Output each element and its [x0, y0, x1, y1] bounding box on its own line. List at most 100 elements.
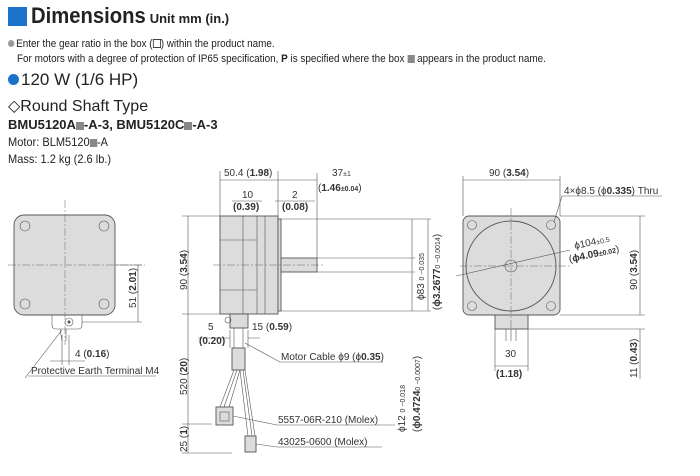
model-c-suffix: -A-3: [192, 117, 218, 132]
drawing-line: [19, 298, 31, 310]
dimension-text: ±1: [343, 171, 351, 178]
dimension-text: 3.54: [506, 168, 526, 179]
dimension-text: ±0.04: [341, 186, 359, 193]
dimension-text: (: [432, 306, 443, 310]
dimension-text: ): [526, 168, 529, 179]
dimension-text: 4×ϕ8.5 (ϕ: [564, 186, 607, 197]
bullet-icon: [8, 74, 19, 85]
dimension-text: 50.4 (: [224, 168, 250, 179]
dim-15: 15 (0.59): [252, 322, 292, 333]
dimension-text: 2.01: [128, 271, 139, 291]
dimension-text: 1: [179, 429, 190, 435]
dimension-text: ϕ104: [573, 236, 598, 251]
model-a: BMU5120A: [8, 117, 76, 132]
dim-pilot: ϕ83 0 −0.035: [416, 253, 427, 300]
model-c: BMU5120C: [116, 117, 185, 132]
dim-51: 51 (2.01): [128, 268, 139, 308]
dim-shaft-length-in: (1.46±0.04): [318, 183, 362, 194]
model-names: BMU5120A -A-3, BMU5120C -A-3: [8, 117, 218, 132]
drawing-line: [24, 329, 156, 379]
dimension-text: 0.20: [202, 336, 222, 347]
dim-10-in: (0.39): [233, 202, 259, 213]
drawing-line: [233, 328, 244, 348]
side-view: 50.4 (1.98) 37±1 (1.46±0.04) 10 (0.39) 2…: [179, 168, 443, 454]
dim-pilot-in: (ϕ3.26770 −0.0014): [432, 234, 443, 310]
drawing-line: [553, 195, 662, 223]
dimension-text: (: [199, 336, 203, 347]
dimension-text: 0.08: [285, 202, 305, 213]
drawing-line: [82, 264, 142, 323]
drawing-line: [19, 220, 31, 232]
section-marker-icon: [8, 7, 27, 26]
dimension-text: ): [289, 322, 292, 333]
dim-shaft-length: 37±1: [332, 168, 351, 179]
dimension-text: 0.335: [607, 186, 632, 197]
dimension-text: ): [179, 358, 190, 361]
note-text: For motors with a degree of protection o…: [17, 53, 282, 65]
dimension-text: 11 (: [629, 361, 640, 378]
dim-pcd: ϕ104±0.5 (ϕ4.09±0.02): [568, 236, 621, 266]
dimension-text: ): [269, 168, 272, 179]
drawing-line: [229, 313, 249, 329]
drawing-line: [59, 328, 67, 342]
dimension-text: (: [568, 254, 574, 266]
dimension-text: ): [412, 356, 423, 359]
dimension-text: (: [412, 428, 423, 432]
bullet-icon: [8, 40, 15, 47]
drawing-line: [494, 314, 529, 330]
dimension-text: (: [233, 202, 237, 213]
holes-label: 4×ϕ8.5 (ϕ0.335) Thru: [564, 186, 658, 197]
dimension-text: 1.18: [499, 369, 519, 380]
dimension-text: ): [432, 234, 443, 237]
shaft-type: ◇Round Shaft Type: [8, 98, 149, 115]
note-text: appears in the product name.: [414, 53, 546, 65]
dimension-text: 90 (: [629, 272, 640, 290]
dim-length-total: 50.4 (1.98): [224, 168, 272, 179]
gray-box-icon: [407, 55, 415, 63]
drawing-line: [219, 411, 230, 422]
drawing-line: [462, 176, 561, 216]
drawing-line: [467, 301, 477, 311]
note-ip65: For motors with a degree of protection o…: [17, 53, 546, 65]
drawing-line: [546, 220, 556, 230]
drawing-line: [98, 298, 110, 310]
dimension-text: 1.98: [250, 168, 270, 179]
dimension-text: 0.43: [629, 342, 640, 362]
note-text: ) within the product name.: [160, 38, 275, 50]
dimension-text: 20: [179, 361, 190, 373]
power-rating: 120 W (1/6 HP): [8, 70, 138, 90]
dimension-text: ): [106, 349, 109, 360]
drawing-line: [219, 369, 256, 437]
drawing-line: [281, 218, 431, 312]
dimension-text: (: [496, 369, 500, 380]
dimension-text: ): [358, 183, 361, 194]
dimension-text: 0.16: [87, 349, 107, 360]
dimension-text: ): [179, 426, 190, 429]
drawing-line: [182, 215, 232, 454]
dimension-text: 15 (: [252, 322, 270, 333]
dim-2-in: (0.08): [282, 202, 308, 213]
dim-5-in: (0.20): [199, 336, 225, 347]
dim-width: 90 (3.54): [489, 168, 529, 179]
model-a-suffix: -A-3,: [83, 117, 117, 132]
dimension-text: ): [305, 202, 308, 213]
dimension-text: 1.46: [321, 183, 341, 194]
note-gear-ratio: Enter the gear ratio in the box () withi…: [8, 38, 275, 50]
dimension-text: ): [615, 244, 621, 255]
dimension-text: 4 (: [75, 349, 87, 360]
dimension-text: ): [629, 339, 640, 342]
dimension-text: 0.35: [361, 352, 381, 363]
drawing-line: [67, 320, 71, 324]
dim-connector-length: 25 (1): [179, 426, 190, 452]
dimension-text: ϕ3.2677: [432, 268, 443, 307]
dimension-text: ): [128, 268, 139, 271]
drawing-line: [467, 220, 477, 230]
dimension-text: 520 (: [179, 372, 190, 395]
section-header: Dimensions Unit mm (in.): [8, 5, 229, 27]
dimension-text: ): [381, 352, 384, 363]
drawing-line: [98, 220, 110, 232]
dimension-text: ): [629, 250, 640, 253]
drawing-line: [505, 329, 517, 341]
dimension-text: 0 −0.0014: [435, 237, 442, 268]
empty-box-icon: [152, 39, 161, 48]
